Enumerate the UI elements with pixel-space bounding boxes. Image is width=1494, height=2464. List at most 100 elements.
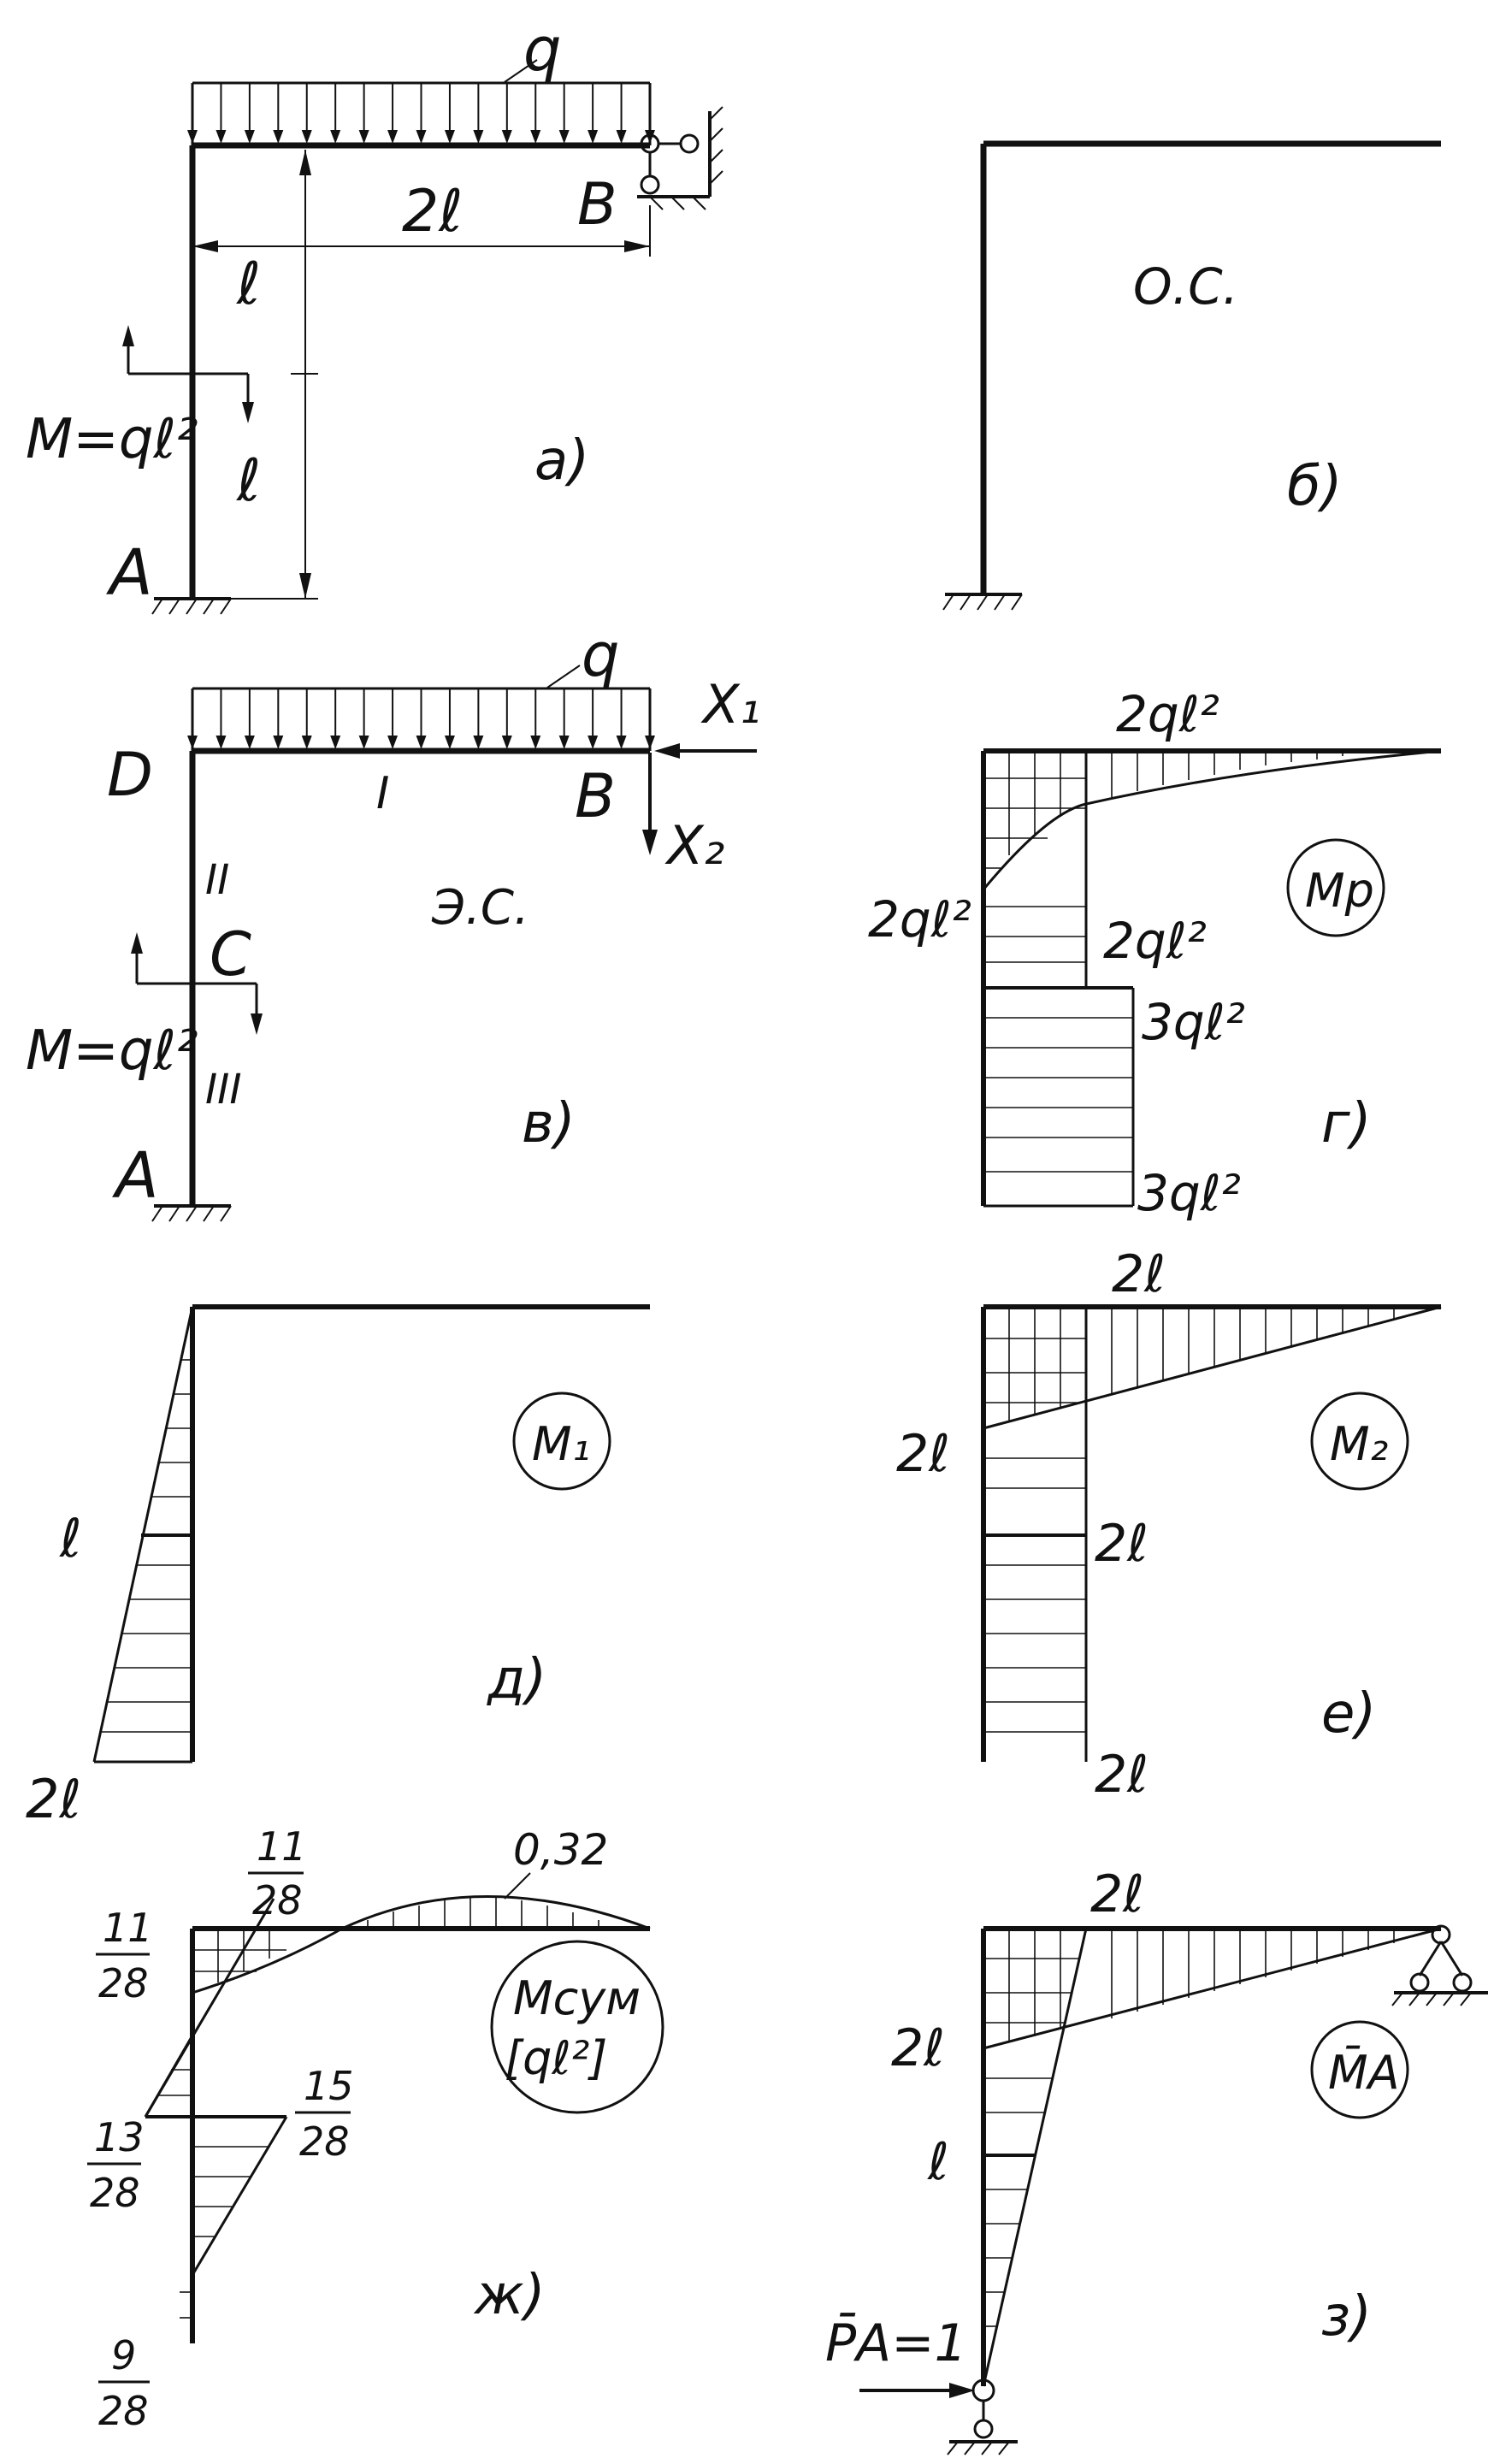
x2-label: X₂ (664, 814, 724, 877)
load-arrow-head (416, 130, 427, 144)
load-arrow-head (358, 130, 369, 144)
segment-1-label: I (376, 768, 389, 819)
panel-e-m2-diagram: 2ℓ 2ℓ 2ℓ 2ℓ M₂ е) (896, 1244, 1442, 1805)
segment-3-label: III (205, 1066, 241, 1114)
m1-hatching (100, 1359, 192, 1733)
fraction-bottom-den: 28 (98, 2388, 149, 2434)
fraction-top-den: 28 (252, 1877, 303, 1923)
m1-ordinate-outline (92, 1306, 194, 1764)
load-arrow-head (358, 736, 369, 749)
panel-g-mp-diagram: 2qℓ² 2qℓ² 2qℓ² 3qℓ² 3qℓ² Mp г) (868, 685, 1442, 1222)
node-c-label: C (210, 919, 251, 990)
support-fixed (942, 593, 1023, 611)
caption-b: б) (1287, 455, 1342, 518)
ma-hatching (983, 1929, 1395, 2327)
m2-badge-text: M₂ (1330, 1417, 1388, 1471)
load-arrow-head (187, 736, 198, 749)
equivalent-system-title: Э.С. (431, 880, 529, 936)
height-dimension (192, 150, 318, 600)
m1-badge: M₁ (512, 1392, 611, 1491)
fraction-mid-right-den: 28 (299, 2118, 350, 2165)
caption-d: д) (487, 1648, 546, 1711)
fraction-top-num: 11 (257, 1823, 307, 1870)
mp-left-label: 2qℓ² (868, 890, 971, 948)
load-arrow-head (501, 130, 512, 144)
load-arrow-head (588, 736, 599, 749)
caption-zh: ж) (473, 2264, 546, 2327)
moment-label: M=qℓ² (26, 408, 198, 471)
fraction-top: 11 28 (248, 1823, 307, 1923)
m2-top-label: 2ℓ (1112, 1244, 1166, 1304)
mp-hatching (983, 751, 1343, 1173)
ma-ordinate-outline (982, 1927, 1442, 2387)
ma-badge: M̄A (1310, 2020, 1409, 2119)
span-label: 2ℓ (402, 178, 463, 245)
load-q-label: q (523, 15, 561, 85)
mp-top-label: 2qℓ² (1116, 685, 1219, 743)
support-bottom (947, 2378, 1018, 2455)
load-arrow-head (616, 130, 627, 144)
support-a (151, 597, 232, 615)
mp-badge-text: Mp (1305, 864, 1374, 918)
unknown-x1-arrow (654, 743, 757, 759)
moment-symbol (122, 325, 254, 423)
load-arrow-head (273, 130, 284, 144)
mp-bottom-label: 3qℓ² (1137, 1164, 1241, 1222)
msum-badge-line2: [qℓ²] (505, 2031, 607, 2085)
ma-top-label: 2ℓ (1090, 1864, 1144, 1924)
load-arrow-head (330, 130, 341, 144)
m1-bottom-label: 2ℓ (26, 1768, 81, 1830)
mp-mid-label: 2qℓ² (1103, 912, 1207, 970)
support-b (637, 106, 723, 210)
panel-b-basic-system: О.С. б) (942, 140, 1441, 611)
caption-z: з) (1321, 2285, 1372, 2349)
load-arrow-head (558, 130, 570, 144)
node-b-label: B (575, 761, 616, 831)
node-a-label: A (112, 1139, 159, 1213)
load-arrow-head (244, 130, 255, 144)
caption-a: а) (534, 429, 589, 493)
load-arrow-head (216, 736, 227, 749)
distributed-load-q (187, 687, 655, 751)
panel-v-equivalent-system: q X₁ X₂ D B C I II III M=qℓ² (26, 620, 760, 1222)
unit-force-arrow (859, 2383, 975, 2398)
m2-left-label: 2ℓ (896, 1424, 950, 1484)
load-arrow-head (558, 736, 570, 749)
support-right (1391, 1924, 1488, 2006)
m2-hatching (983, 1307, 1395, 1733)
load-arrow-head (588, 130, 599, 144)
node-d-label: D (107, 740, 153, 810)
load-arrow-head (444, 130, 455, 144)
m2-mid-label: 2ℓ (1095, 1514, 1149, 1574)
fraction-mid-left: 13 28 (87, 2114, 145, 2216)
load-arrow-head (416, 736, 427, 749)
load-arrow-head (273, 736, 284, 749)
panel-a-design-scheme: q B 2ℓ (26, 15, 723, 615)
fraction-left: 11 28 (96, 1905, 153, 2006)
load-arrow-head (473, 736, 484, 749)
load-arrow-head (645, 130, 655, 144)
load-arrow-head (187, 130, 198, 144)
msum-badge-line1: Mсум (513, 1971, 641, 2025)
caption-v: в) (522, 1092, 576, 1155)
span-dimension (192, 205, 651, 257)
load-arrow-head (387, 736, 399, 749)
caption-e: е) (1321, 1682, 1376, 1746)
node-a-label: A (106, 536, 153, 610)
distributed-load-q (187, 81, 655, 145)
fraction-mid-left-num: 13 (94, 2114, 145, 2160)
ma-mid-label: ℓ (927, 2132, 949, 2192)
load-q-label: q (582, 620, 619, 690)
caption-g: г) (1321, 1092, 1372, 1155)
m1-mid-label: ℓ (59, 1507, 82, 1569)
msum-peak-label: 0,32 (513, 1825, 608, 1875)
load-arrow-head (301, 130, 312, 144)
load-arrow-head (330, 736, 341, 749)
msum-hatching (158, 1898, 599, 2319)
load-arrow-head (444, 736, 455, 749)
basic-system-title: О.С. (1133, 257, 1238, 316)
moment-label: M=qℓ² (26, 1019, 198, 1083)
load-arrow-head (616, 736, 627, 749)
fraction-left-den: 28 (98, 1960, 149, 2006)
